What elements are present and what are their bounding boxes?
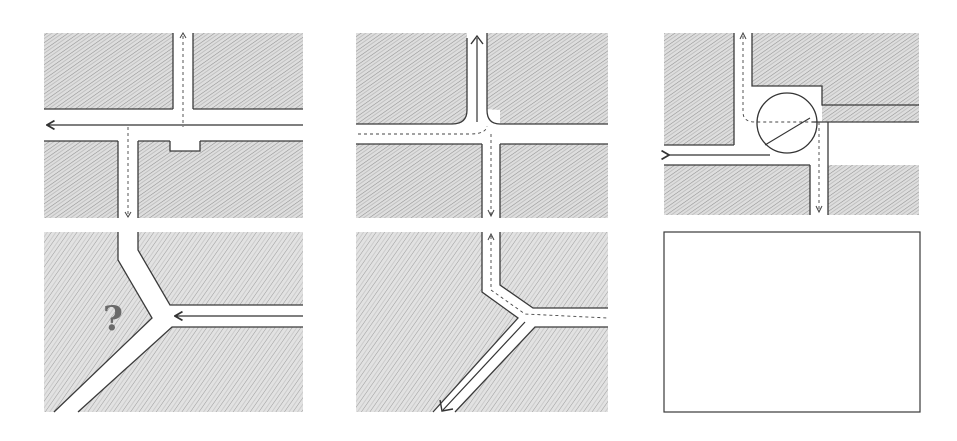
panel-bottom-middle (356, 232, 608, 412)
panel-bottom-right (664, 232, 920, 412)
panel-top-right (664, 33, 919, 215)
panel-bottom-left: ? (44, 232, 303, 412)
panel-top-middle (356, 33, 608, 218)
question-mark: ? (103, 299, 123, 339)
panel-top-left (44, 33, 303, 218)
